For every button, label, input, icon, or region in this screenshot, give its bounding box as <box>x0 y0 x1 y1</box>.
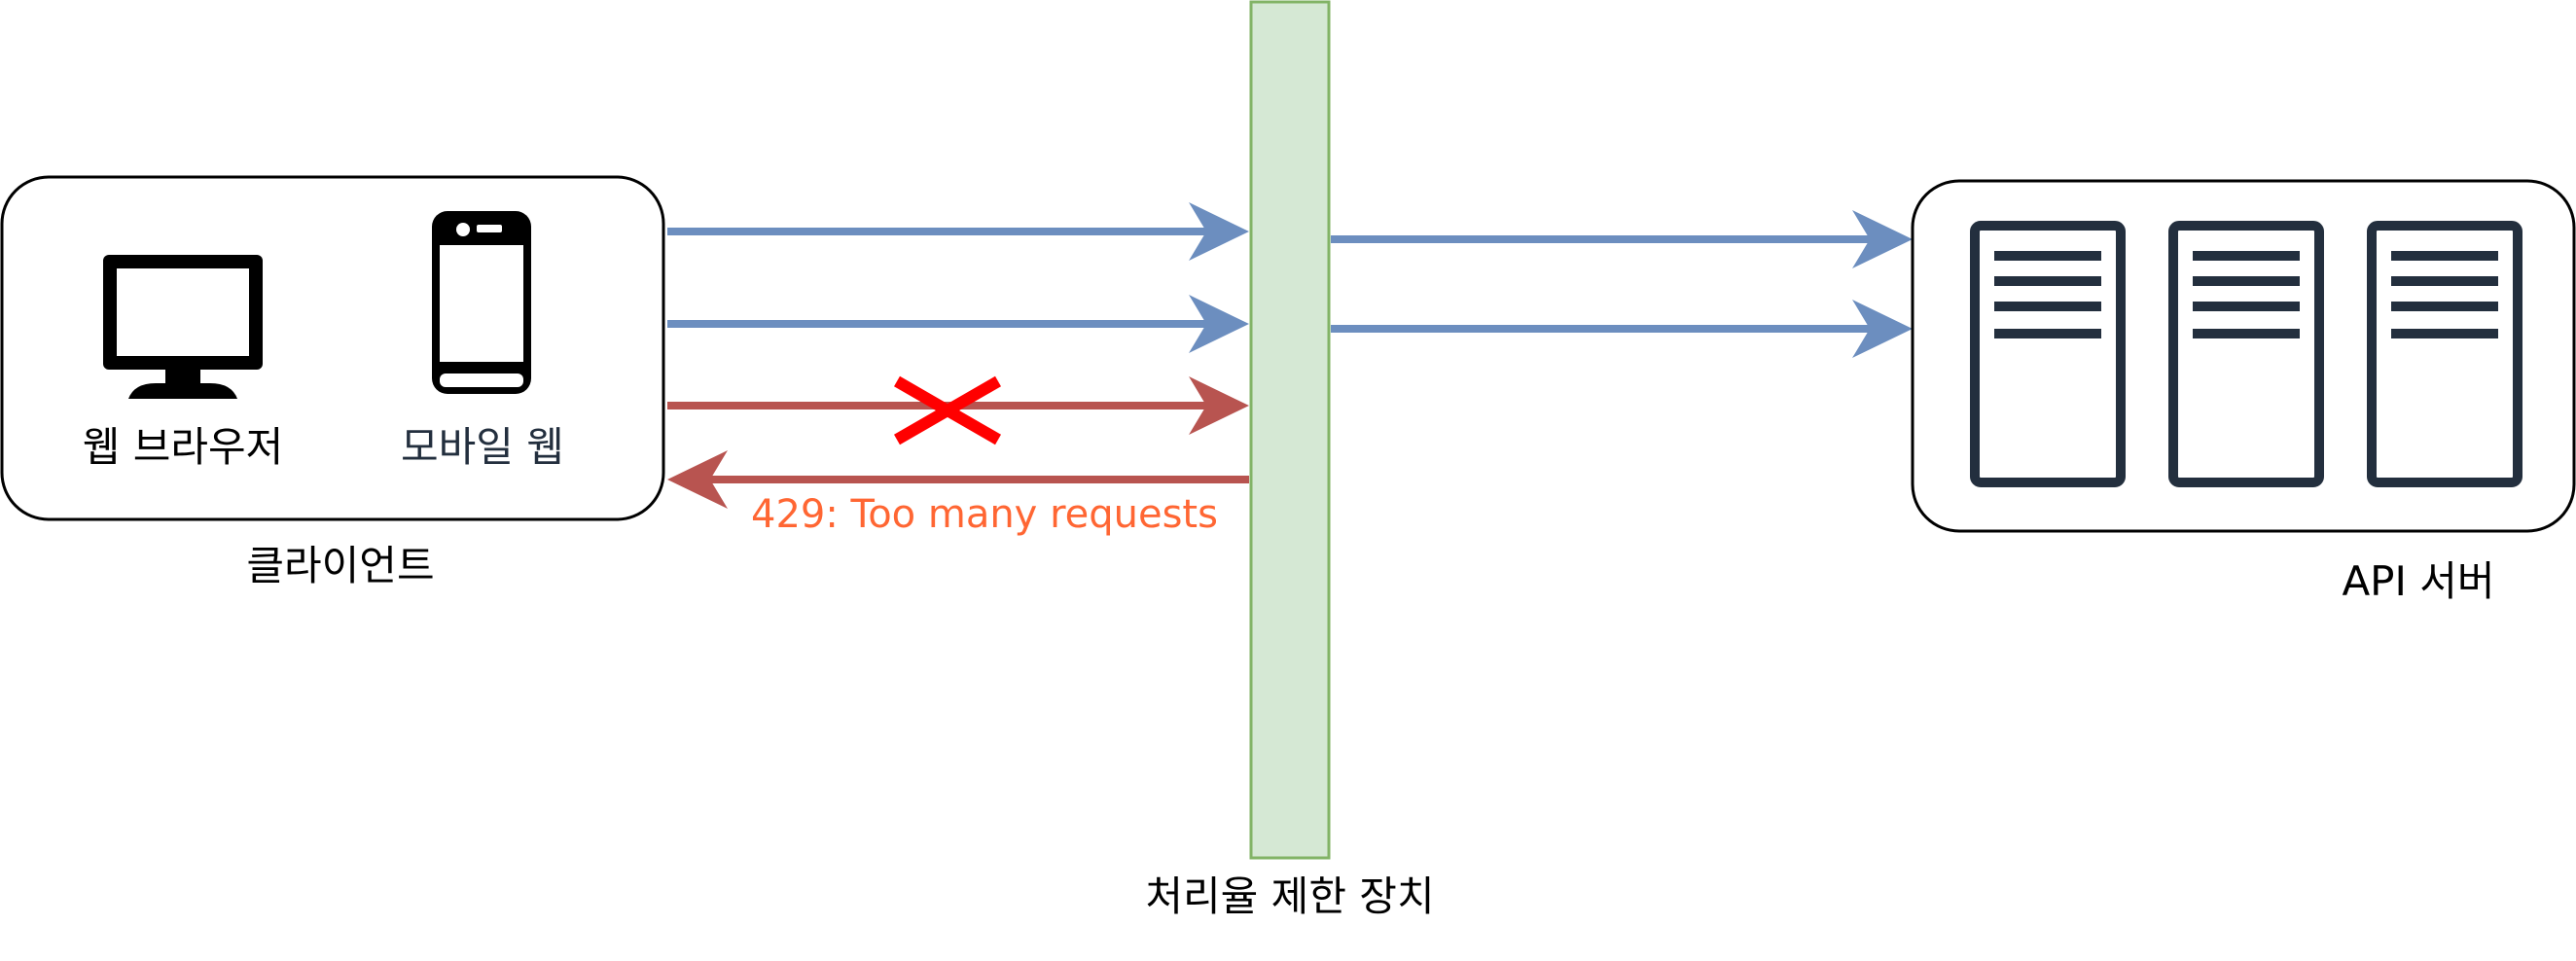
rate-limiter-label: 처리율 제한 장치 <box>1145 872 1434 920</box>
forwarded-request-arrow <box>1331 300 1913 358</box>
forwarded-request-arrow <box>1331 210 1913 268</box>
mobile-web-label: 모바일 웹 <box>401 423 564 471</box>
monitor-icon <box>103 255 263 399</box>
server-rack-icon <box>2367 221 2522 487</box>
api-server-group: API 서버 <box>1911 179 2576 605</box>
allowed-request-arrow <box>667 295 1249 353</box>
api-server-label: API 서버 <box>2342 557 2494 605</box>
server-rack-icon <box>2168 221 2324 487</box>
rate-limiter-group: 처리율 제한 장치 <box>1145 0 1435 920</box>
rejection-status-text: 429: Too many requests <box>751 492 1218 537</box>
rate-limiter-bar <box>1249 0 1331 860</box>
allowed-request-arrow <box>667 202 1249 261</box>
blocked-x-mark <box>894 375 1001 445</box>
rejection-response-arrow <box>667 450 1249 509</box>
client-label: 클라이언트 <box>246 542 434 589</box>
api-server-box <box>1911 179 2576 533</box>
web-browser-label: 웹 브라우저 <box>83 423 284 471</box>
server-rack-icon <box>1970 221 2126 487</box>
client-group: 웹 브라우저 모바일 웹 클라이언트 <box>0 175 665 589</box>
mobile-phone-icon <box>432 211 531 394</box>
